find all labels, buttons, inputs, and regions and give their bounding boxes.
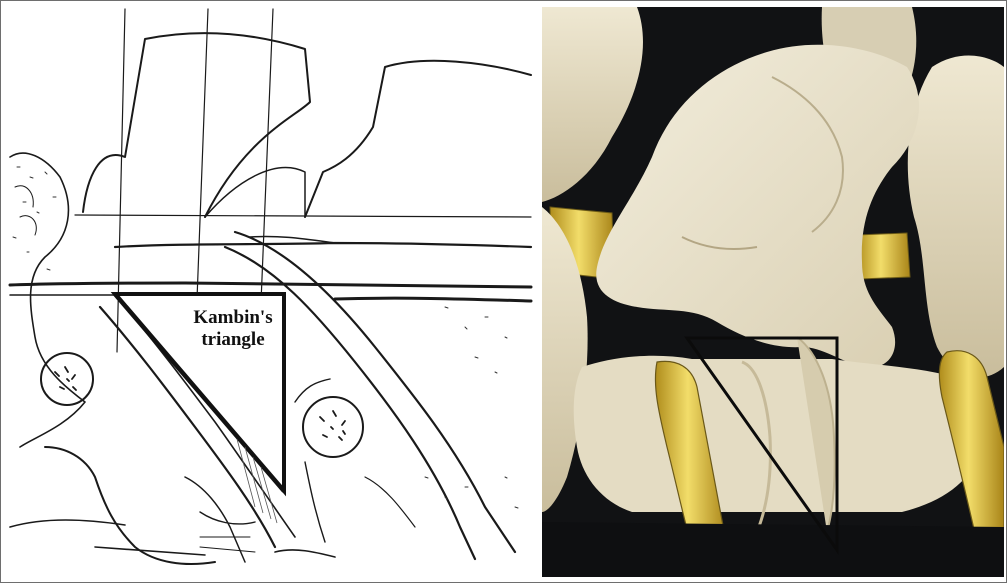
spine-line-drawing: Kambin's triangle (5, 7, 533, 577)
spine-model-photo (542, 7, 1004, 577)
drawing-canvas (5, 7, 533, 577)
label-line-2: triangle (163, 329, 303, 351)
label-line-1: Kambin's (163, 307, 303, 329)
kambin-triangle-label: Kambin's triangle (163, 307, 303, 351)
photo-canvas (542, 7, 1004, 577)
